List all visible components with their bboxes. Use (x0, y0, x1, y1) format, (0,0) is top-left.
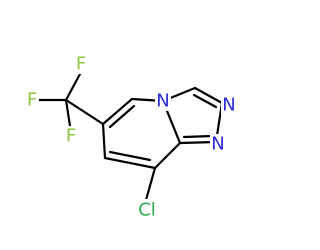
atom-cl: Cl (133, 199, 161, 221)
atom-cl-backdrop (133, 199, 161, 221)
atom-n-right-upper-backdrop (221, 95, 237, 115)
bond-c8-c7 (103, 156, 157, 170)
bond-c8-c7-inner (108, 150, 152, 162)
atom-n-right-upper: N (221, 95, 237, 116)
atom-n-right-upper-label: N (222, 95, 235, 116)
bond-ring-to-cf3 (64, 98, 105, 126)
atom-n-bridge-backdrop (155, 91, 171, 111)
bond-c3-n2-inner (192, 93, 218, 109)
atom-f-bottom-backdrop (64, 126, 78, 146)
bond-c7-c6 (101, 122, 107, 160)
bond-cf3-c-to-f-top (64, 72, 82, 102)
bond-cf3-c-to-f-bottom (64, 98, 72, 128)
atom-f-top: F (74, 54, 88, 75)
atom-f-left-label: F (27, 90, 37, 111)
atom-n-bridge-label: N (156, 91, 169, 112)
atom-n-right-lower-backdrop (210, 134, 226, 154)
atom-f-left: F (25, 90, 39, 111)
bond-c3-n2 (193, 86, 224, 105)
atom-n-right-lower-label: N (211, 134, 224, 155)
bond-c6-c5 (101, 97, 134, 126)
atom-f-top-backdrop (74, 54, 88, 74)
atom-n-bridge: N (155, 91, 171, 112)
bond-c8a-c8 (153, 141, 182, 170)
atom-f-top-label: F (76, 54, 86, 75)
atom-cl-label: Cl (138, 200, 156, 221)
molecule-structure: F F F N N N Cl (25, 54, 237, 221)
bond-c6-c5-inner (108, 104, 136, 129)
atom-f-bottom-label: F (66, 126, 76, 147)
bond-n1-c8a-inner (182, 134, 214, 139)
atom-f-left-backdrop (25, 90, 39, 110)
atom-f-bottom: F (64, 126, 78, 147)
bond-c8-cl (144, 166, 157, 202)
atom-n-right-lower: N (210, 134, 226, 155)
